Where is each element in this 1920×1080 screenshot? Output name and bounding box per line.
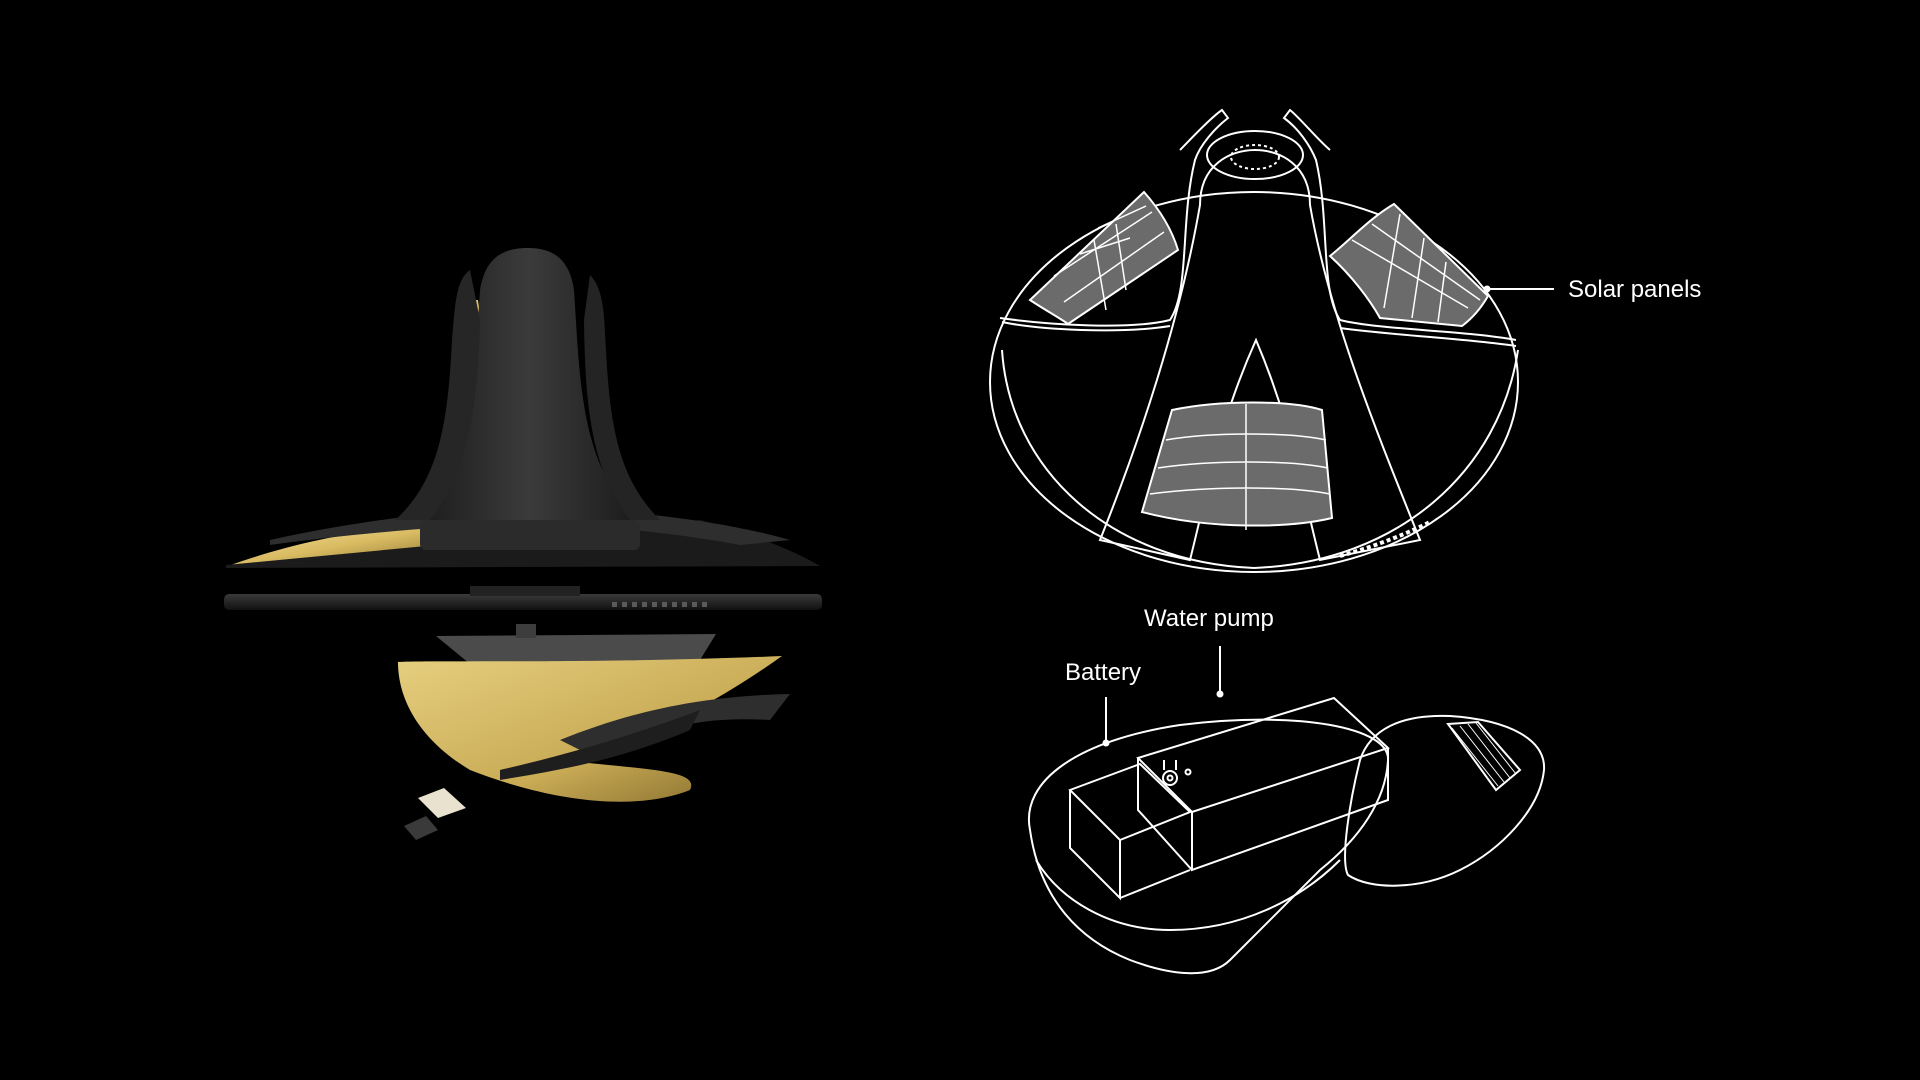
- solar-panel-right: [1328, 202, 1490, 328]
- pod-grille: [1446, 720, 1522, 792]
- top-cap: [1206, 130, 1304, 180]
- battery-box: [1068, 762, 1192, 842]
- top-assembly-line-drawing: [989, 108, 1519, 573]
- solar-panel-center: [1140, 401, 1334, 530]
- exploded-render-illustration: [224, 248, 822, 840]
- base-shell-left: [1027, 718, 1390, 975]
- right-arm-outline: [1282, 108, 1517, 341]
- left-arm-outline: [999, 108, 1230, 327]
- battery-leader: [1102, 697, 1110, 747]
- right-arm: [584, 275, 660, 520]
- pump-valve: [1162, 770, 1178, 786]
- lower-rim: [1001, 349, 1519, 570]
- water-pump-box: [1136, 696, 1390, 814]
- solar-panels-leader: [1483, 285, 1554, 293]
- base-pod-right: [1344, 714, 1546, 887]
- central-column: [420, 248, 640, 520]
- disc-hub: [470, 586, 580, 596]
- small-piece-light: [418, 788, 466, 818]
- upper-ring: [420, 520, 640, 550]
- left-arm: [395, 270, 480, 520]
- upper-platform-top: [270, 508, 790, 545]
- base-disc: [224, 594, 822, 610]
- water-pump-label: Water pump: [1144, 605, 1274, 632]
- top-cap-inner: [1230, 144, 1280, 170]
- base-assembly-line-drawing: [1027, 696, 1546, 975]
- battery-block-render: [436, 634, 716, 664]
- battery-label: Battery: [1065, 659, 1142, 686]
- disc-vent-dots: [612, 602, 707, 607]
- water-pump-leader: [1216, 646, 1224, 698]
- small-piece-dark: [404, 816, 438, 840]
- rim-vents: [1339, 520, 1431, 558]
- solar-panels-label: Solar panels: [1568, 276, 1702, 303]
- solar-panel-left: [1028, 190, 1180, 326]
- outer-rim: [989, 191, 1519, 573]
